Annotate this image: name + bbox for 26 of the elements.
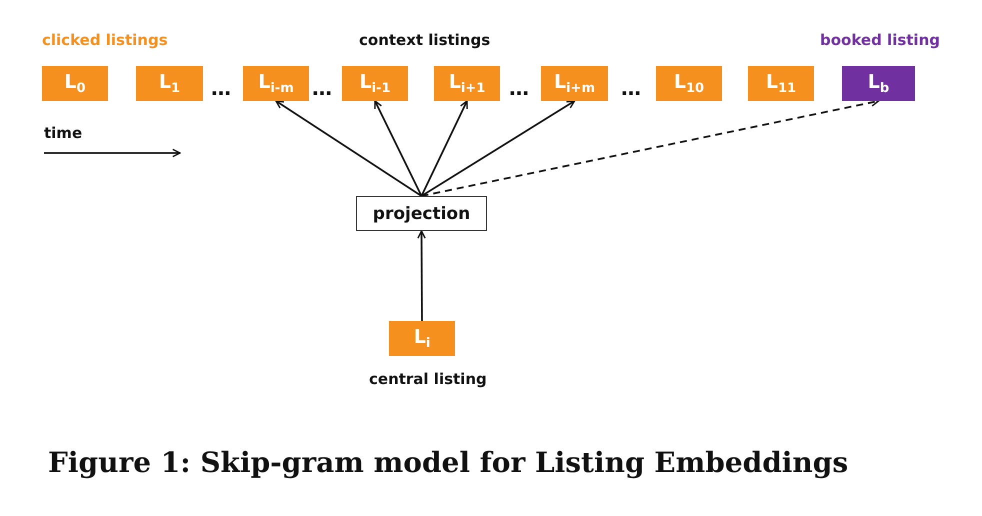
text-label: booked listing <box>820 31 940 49</box>
arrow <box>374 100 422 196</box>
process-box: projection <box>356 196 487 231</box>
ellipsis: … <box>621 76 641 100</box>
listing-box: L$_{0}$ <box>42 66 108 101</box>
listing-box: L$_{10}$ <box>656 66 722 101</box>
listing-box: L$_{i}$ <box>389 321 455 356</box>
arrow <box>417 230 426 321</box>
listing-box: L$_{i+1}$ <box>434 66 500 101</box>
ellipsis: … <box>312 76 332 100</box>
ellipsis: … <box>211 76 231 100</box>
ellipsis: … <box>509 76 529 100</box>
listing-box: L$_{i-1}$ <box>342 66 408 101</box>
listing-box: L$_{i+m}$ <box>541 66 608 101</box>
text-label: context listings <box>359 31 490 49</box>
listing-box: L$_{11}$ <box>748 66 814 101</box>
arrow <box>275 100 422 197</box>
figure-caption: Figure 1: Skip-gram model for Listing Embeddings <box>48 446 848 479</box>
text-label: time <box>44 124 82 142</box>
node-caption: central listing <box>369 370 487 388</box>
listing-box: L$_{1}$ <box>136 66 203 101</box>
listing-box: L$_{b}$ <box>842 66 915 101</box>
text-label: clicked listings <box>42 31 168 49</box>
listing-box: L$_{i-m}$ <box>243 66 309 101</box>
arrow <box>420 100 468 196</box>
arrow <box>421 100 576 197</box>
